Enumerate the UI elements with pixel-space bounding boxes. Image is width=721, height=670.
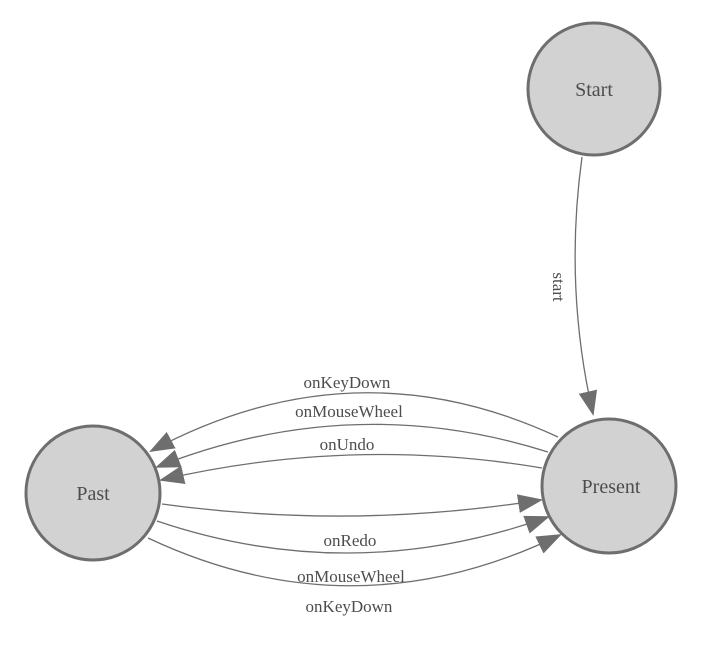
- edge-label-onkeydown-upper: onKeyDown: [304, 373, 391, 392]
- edge-label-onkeydown-lower: onKeyDown: [306, 597, 393, 616]
- edge-label-onredo: onRedo: [324, 531, 377, 550]
- node-past-label: Past: [76, 483, 110, 505]
- edge-onmousewheel-past-to-present[interactable]: [156, 515, 550, 554]
- edge-start-to-present[interactable]: [574, 156, 598, 417]
- node-present-circle[interactable]: [540, 417, 678, 555]
- edge-label-onmousewheel-lower: onMouseWheel: [297, 567, 405, 586]
- node-present-label: Present: [582, 476, 641, 498]
- edge-onredo-past-to-present[interactable]: [161, 494, 544, 517]
- edge-onkeydown-past-to-present[interactable]: [147, 534, 562, 587]
- node-start-circle[interactable]: [526, 21, 662, 157]
- node-past[interactable]: Past: [24, 424, 162, 562]
- node-start[interactable]: Start: [526, 21, 662, 157]
- edge-label-start: start: [549, 272, 568, 302]
- edge-label-onundo: onUndo: [320, 435, 375, 454]
- edge-onkeydown-present-to-past[interactable]: [149, 392, 559, 452]
- node-present[interactable]: Present: [540, 417, 678, 555]
- edge-label-onmousewheel-upper: onMouseWheel: [295, 402, 403, 421]
- node-start-label: Start: [575, 79, 613, 101]
- node-past-circle[interactable]: [24, 424, 162, 562]
- edge-onundo-present-to-past[interactable]: [158, 453, 543, 484]
- edge-group: start onKeyDown onMouseWheel onUndo onRe…: [147, 156, 598, 616]
- edge-onmousewheel-present-to-past[interactable]: [155, 423, 549, 468]
